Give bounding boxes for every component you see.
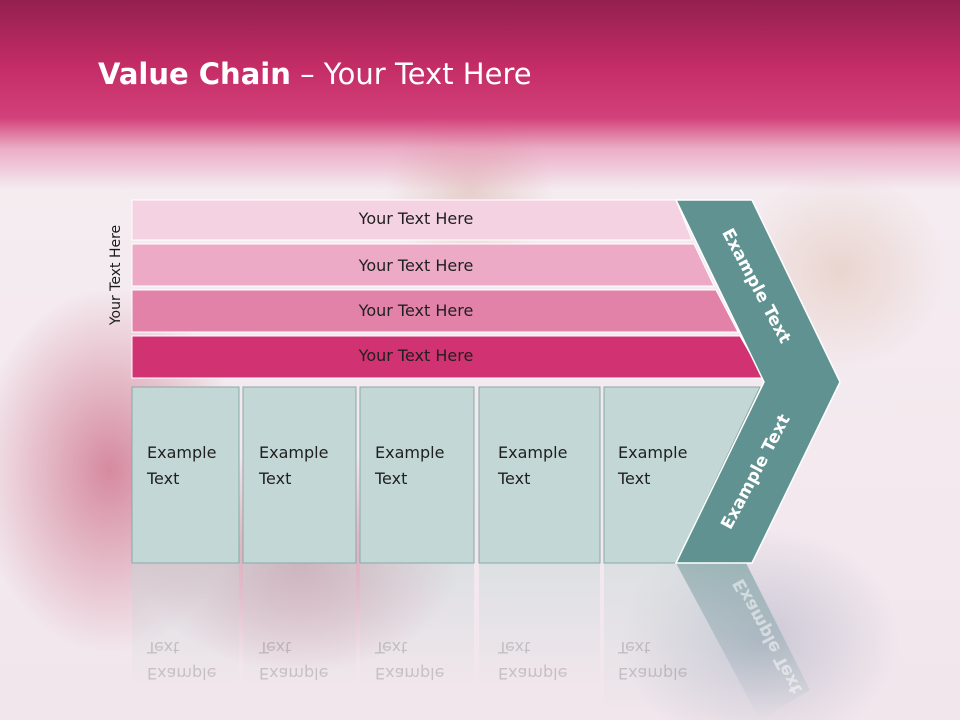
box-2-line2: Text <box>259 469 292 488</box>
box-4-line2: Text <box>498 469 531 488</box>
box-4-refl-line2: Text <box>498 638 531 657</box>
box-2-line1: Example <box>259 443 329 462</box>
title-rest: – Your Text Here <box>290 57 532 91</box>
box-reflection <box>604 563 760 720</box>
box-3-line1: Example <box>375 443 445 462</box>
box-reflection <box>360 563 474 693</box>
box-4-refl-line1: Example <box>498 664 568 683</box>
box-4-line1: Example <box>498 443 568 462</box>
box-1[interactable] <box>131 386 240 564</box>
box-3[interactable] <box>359 386 475 564</box>
box-1-line2: Text <box>147 469 180 488</box>
box-3-line2: Text <box>375 469 408 488</box>
box-4-reflection-label: Example Text <box>498 634 594 686</box>
box-reflection <box>479 563 600 693</box>
box-5-refl-line1: Example <box>618 664 688 683</box>
box-1-refl-line1: Example <box>147 664 217 683</box>
reflection-group <box>132 563 810 720</box>
box-5-refl-line2: Text <box>618 638 651 657</box>
chevron-arrow[interactable] <box>674 199 841 564</box>
box-2-reflection-label: Example Text <box>259 634 355 686</box>
header-band <box>0 0 960 190</box>
bar-1[interactable] <box>131 199 693 241</box>
chevron-reflection <box>676 563 810 720</box>
bar-4-label: Your Text Here <box>358 346 474 365</box>
box-5-line2: Text <box>618 469 651 488</box>
box-2[interactable] <box>242 386 357 564</box>
bar-1-label: Your Text Here <box>358 209 474 228</box>
box-1-line1: Example <box>147 443 217 462</box>
bar-2[interactable] <box>131 243 715 287</box>
bar-2-label: Your Text Here <box>358 256 474 275</box>
box-1-reflection-label: Example Text <box>147 634 243 686</box>
box-1-refl-line2: Text <box>147 638 180 657</box>
box-3-reflection-label: Example Text <box>375 634 471 686</box>
box-4[interactable] <box>478 386 601 564</box>
box-3-refl-line2: Text <box>375 638 408 657</box>
slide-title[interactable]: Value Chain – Your Text Here <box>98 52 532 96</box>
box-3-refl-line1: Example <box>375 664 445 683</box>
box-5-line1: Example <box>618 443 688 462</box>
title-bold: Value Chain <box>98 57 291 91</box>
box-reflection <box>132 563 239 693</box>
box-2-refl-line2: Text <box>259 638 292 657</box>
box-5-reflection-label: Example Text <box>618 634 714 686</box>
box-2-refl-line1: Example <box>259 664 329 683</box>
bar-3[interactable] <box>131 289 739 333</box>
box-reflection <box>243 563 356 693</box>
bar-3-label: Your Text Here <box>358 301 474 320</box>
